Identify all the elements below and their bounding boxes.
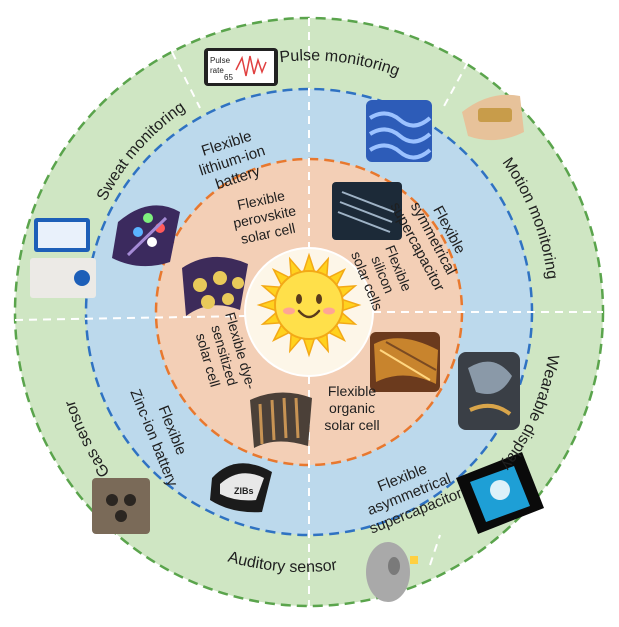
dye-sensitized-solar-cell-photo <box>250 392 312 448</box>
gas-sensor-photo <box>92 478 150 534</box>
lithium-ion-battery-photo <box>112 205 180 267</box>
svg-text:Flexible: Flexible <box>328 383 376 399</box>
organic-solar-cell-photo <box>370 332 440 392</box>
zinc-ion-battery-label: ZIBs <box>234 486 254 496</box>
svg-text:organic: organic <box>329 400 375 416</box>
perovskite-solar-cell-photo <box>182 256 248 316</box>
ring-dividers <box>14 18 603 606</box>
pulse-rate-phone-photo: Pulse rate 65 <box>204 48 278 86</box>
motion-sensor-hand-photo <box>462 94 524 141</box>
wearable-display-photo <box>456 452 544 534</box>
pulse-label: Pulse <box>210 56 231 65</box>
symmetrical-supercapacitor-photo <box>366 100 432 162</box>
auditory-sensor-photo <box>366 542 418 602</box>
svg-text:solar cell: solar cell <box>324 417 379 433</box>
rate-label: rate <box>210 66 224 75</box>
pulse-value: 65 <box>224 73 233 82</box>
zinc-ion-battery-photo: ZIBs <box>210 463 272 513</box>
asymmetrical-supercapacitor-photo <box>458 352 520 430</box>
silicon-solar-cell-photo <box>332 182 402 240</box>
smiling-sun-icon <box>256 252 362 358</box>
sweat-sensor-photo <box>30 218 96 298</box>
inner-label-organic: Flexible organic solar cell <box>324 383 379 433</box>
